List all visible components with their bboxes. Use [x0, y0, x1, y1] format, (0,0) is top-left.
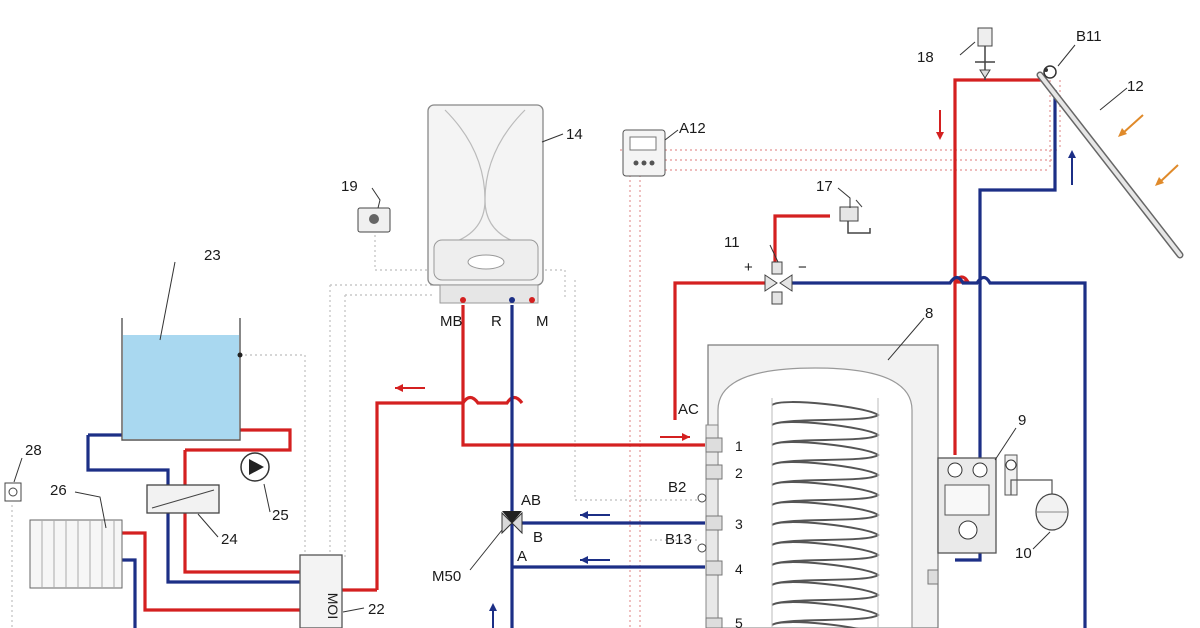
- label-minus: −: [798, 259, 807, 276]
- outdoor-sensor: [4, 482, 22, 502]
- label-8: 8: [925, 305, 933, 322]
- thermostatic-mixer: [764, 261, 793, 305]
- label-b: B: [533, 529, 543, 546]
- module-text: MOI: [325, 593, 341, 619]
- label-25: 25: [272, 507, 289, 524]
- air-vent: [975, 27, 995, 80]
- circulation-pump: [240, 452, 270, 482]
- label-ac: AC: [678, 401, 699, 418]
- label-a: A: [517, 548, 527, 565]
- label-r: R: [491, 313, 502, 330]
- three-way-valve: [501, 511, 523, 535]
- label-b2: B2: [668, 479, 686, 496]
- label-m50: M50: [432, 568, 461, 585]
- expansion-vessel: [1010, 479, 1069, 531]
- tank-connections: [697, 437, 939, 628]
- boiler: [427, 104, 544, 304]
- label-conn-2: 2: [735, 465, 743, 481]
- leader-lines: [13, 41, 1128, 613]
- label-a12: A12: [679, 120, 706, 137]
- label-b11: B11: [1076, 28, 1102, 45]
- label-28: 28: [25, 442, 42, 459]
- label-10: 10: [1015, 545, 1032, 562]
- label-18: 18: [917, 49, 934, 66]
- coil-frame: [771, 398, 879, 628]
- label-b13: B13: [665, 531, 692, 548]
- control-module: [299, 554, 343, 628]
- label-17: 17: [816, 178, 833, 195]
- label-19: 19: [341, 178, 358, 195]
- plate-heat-exchanger: [146, 484, 220, 514]
- open-water-tank: [121, 318, 243, 441]
- cold-pipes: [86, 90, 1087, 628]
- label-m: M: [536, 313, 549, 330]
- label-ab: AB: [521, 492, 541, 509]
- label-plus: +: [744, 259, 753, 276]
- heat-exchanger-coil: [771, 398, 880, 628]
- label-conn-3: 3: [735, 516, 743, 532]
- hot-water-tap: [839, 199, 871, 234]
- solar-pump-group: [937, 454, 1018, 554]
- label-conn-1: 1: [735, 438, 743, 454]
- storage-tank: [705, 344, 939, 628]
- label-conn-4: 4: [735, 561, 743, 577]
- label-26: 26: [50, 482, 67, 499]
- label-22: 22: [368, 601, 385, 618]
- label-mb: MB: [440, 313, 463, 330]
- label-12: 12: [1127, 78, 1144, 95]
- label-conn-5: 5: [735, 615, 743, 628]
- flow-arrows: [395, 110, 1179, 628]
- label-23: 23: [204, 247, 221, 264]
- label-9: 9: [1018, 412, 1026, 429]
- label-24: 24: [221, 531, 238, 548]
- radiator: [29, 519, 123, 589]
- label-14: 14: [566, 126, 583, 143]
- label-11: 11: [724, 234, 740, 251]
- room-thermostat: [357, 207, 391, 233]
- solar-controller: [622, 129, 666, 177]
- solar-collector: [1036, 65, 1184, 259]
- callout-labels: 14 A12 19 23 11 17 18 B11 12 8 9 10 25 2…: [25, 28, 1144, 628]
